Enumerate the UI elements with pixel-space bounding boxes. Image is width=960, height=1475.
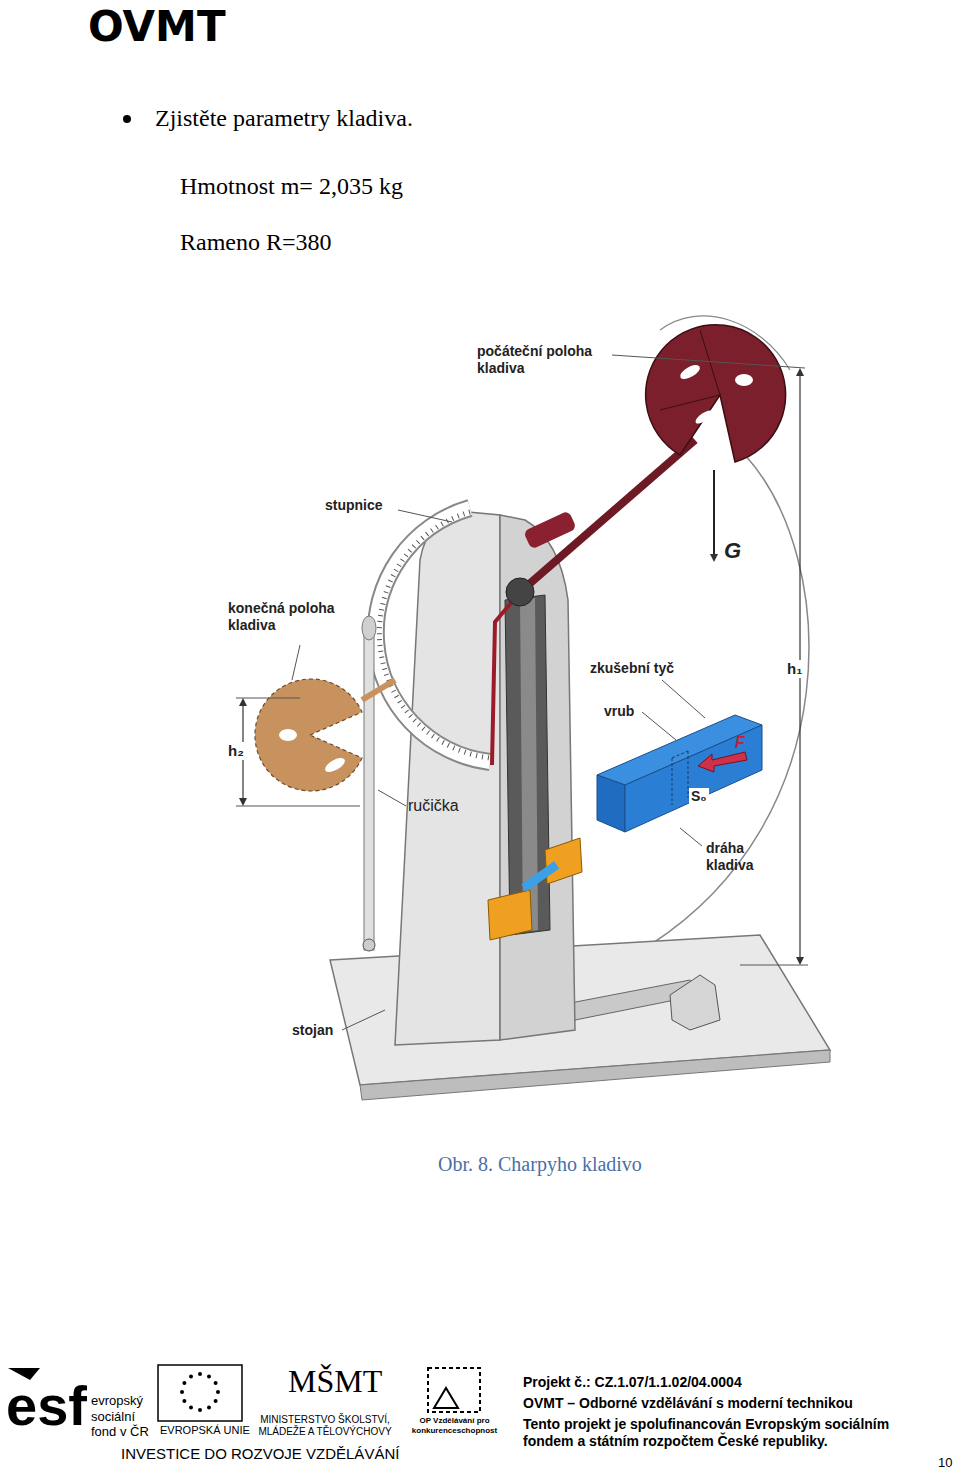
part-label: dráha kladiva bbox=[706, 840, 778, 874]
page-number: 10 bbox=[938, 1455, 952, 1471]
logo-text: INVESTICE DO ROZVOJE VZDĚLÁVÁNÍ bbox=[121, 1445, 399, 1463]
logo-text: evropský sociální fond v ČR bbox=[91, 1393, 153, 1440]
logo-text: MŠMT bbox=[288, 1362, 382, 1400]
part-label: zkušební tyč bbox=[590, 660, 674, 677]
part-label: stojan bbox=[292, 1022, 333, 1039]
part-label: vrub bbox=[604, 703, 634, 720]
parameter-text: Rameno R=380 bbox=[180, 228, 332, 257]
footer-text: Tento projekt je spolufinancován Evropsk… bbox=[523, 1416, 933, 1450]
part-label: ručička bbox=[408, 796, 459, 815]
part-label: počáteční poloha kladiva bbox=[477, 343, 617, 377]
bullet-text: Zjistěte parametry kladiva. bbox=[155, 104, 413, 133]
logo-text: MINISTERSTVO ŠKOLSTVÍ, MLÁDEŽE A TĚLOVÝC… bbox=[250, 1414, 400, 1438]
part-label: konečná poloha kladiva bbox=[228, 600, 353, 634]
part-label: stupnice bbox=[325, 497, 383, 514]
force-label: G bbox=[724, 538, 741, 564]
figure-caption: Obr. 8. Charpyho kladivo bbox=[438, 1152, 642, 1176]
footer-text: Projekt č.: CZ.1.07/1.1.02/04.0004 bbox=[523, 1374, 742, 1391]
footer-text: OVMT – Odborné vzdělávání s moderní tech… bbox=[523, 1395, 853, 1412]
logo-text: EVROPSKÁ UNIE bbox=[160, 1424, 250, 1437]
logo-text: OP Vzdělávání pro konkurenceschopnost bbox=[407, 1416, 502, 1435]
header-logo: OVMT bbox=[88, 2, 226, 52]
area-label: S₀ bbox=[689, 788, 709, 805]
parameter-text: Hmotnost m= 2,035 kg bbox=[180, 172, 403, 201]
dimension-label: h₁ bbox=[785, 660, 804, 678]
force-label: F bbox=[735, 733, 745, 752]
dimension-label: h₂ bbox=[226, 742, 246, 760]
logo-text: esf bbox=[6, 1372, 87, 1439]
